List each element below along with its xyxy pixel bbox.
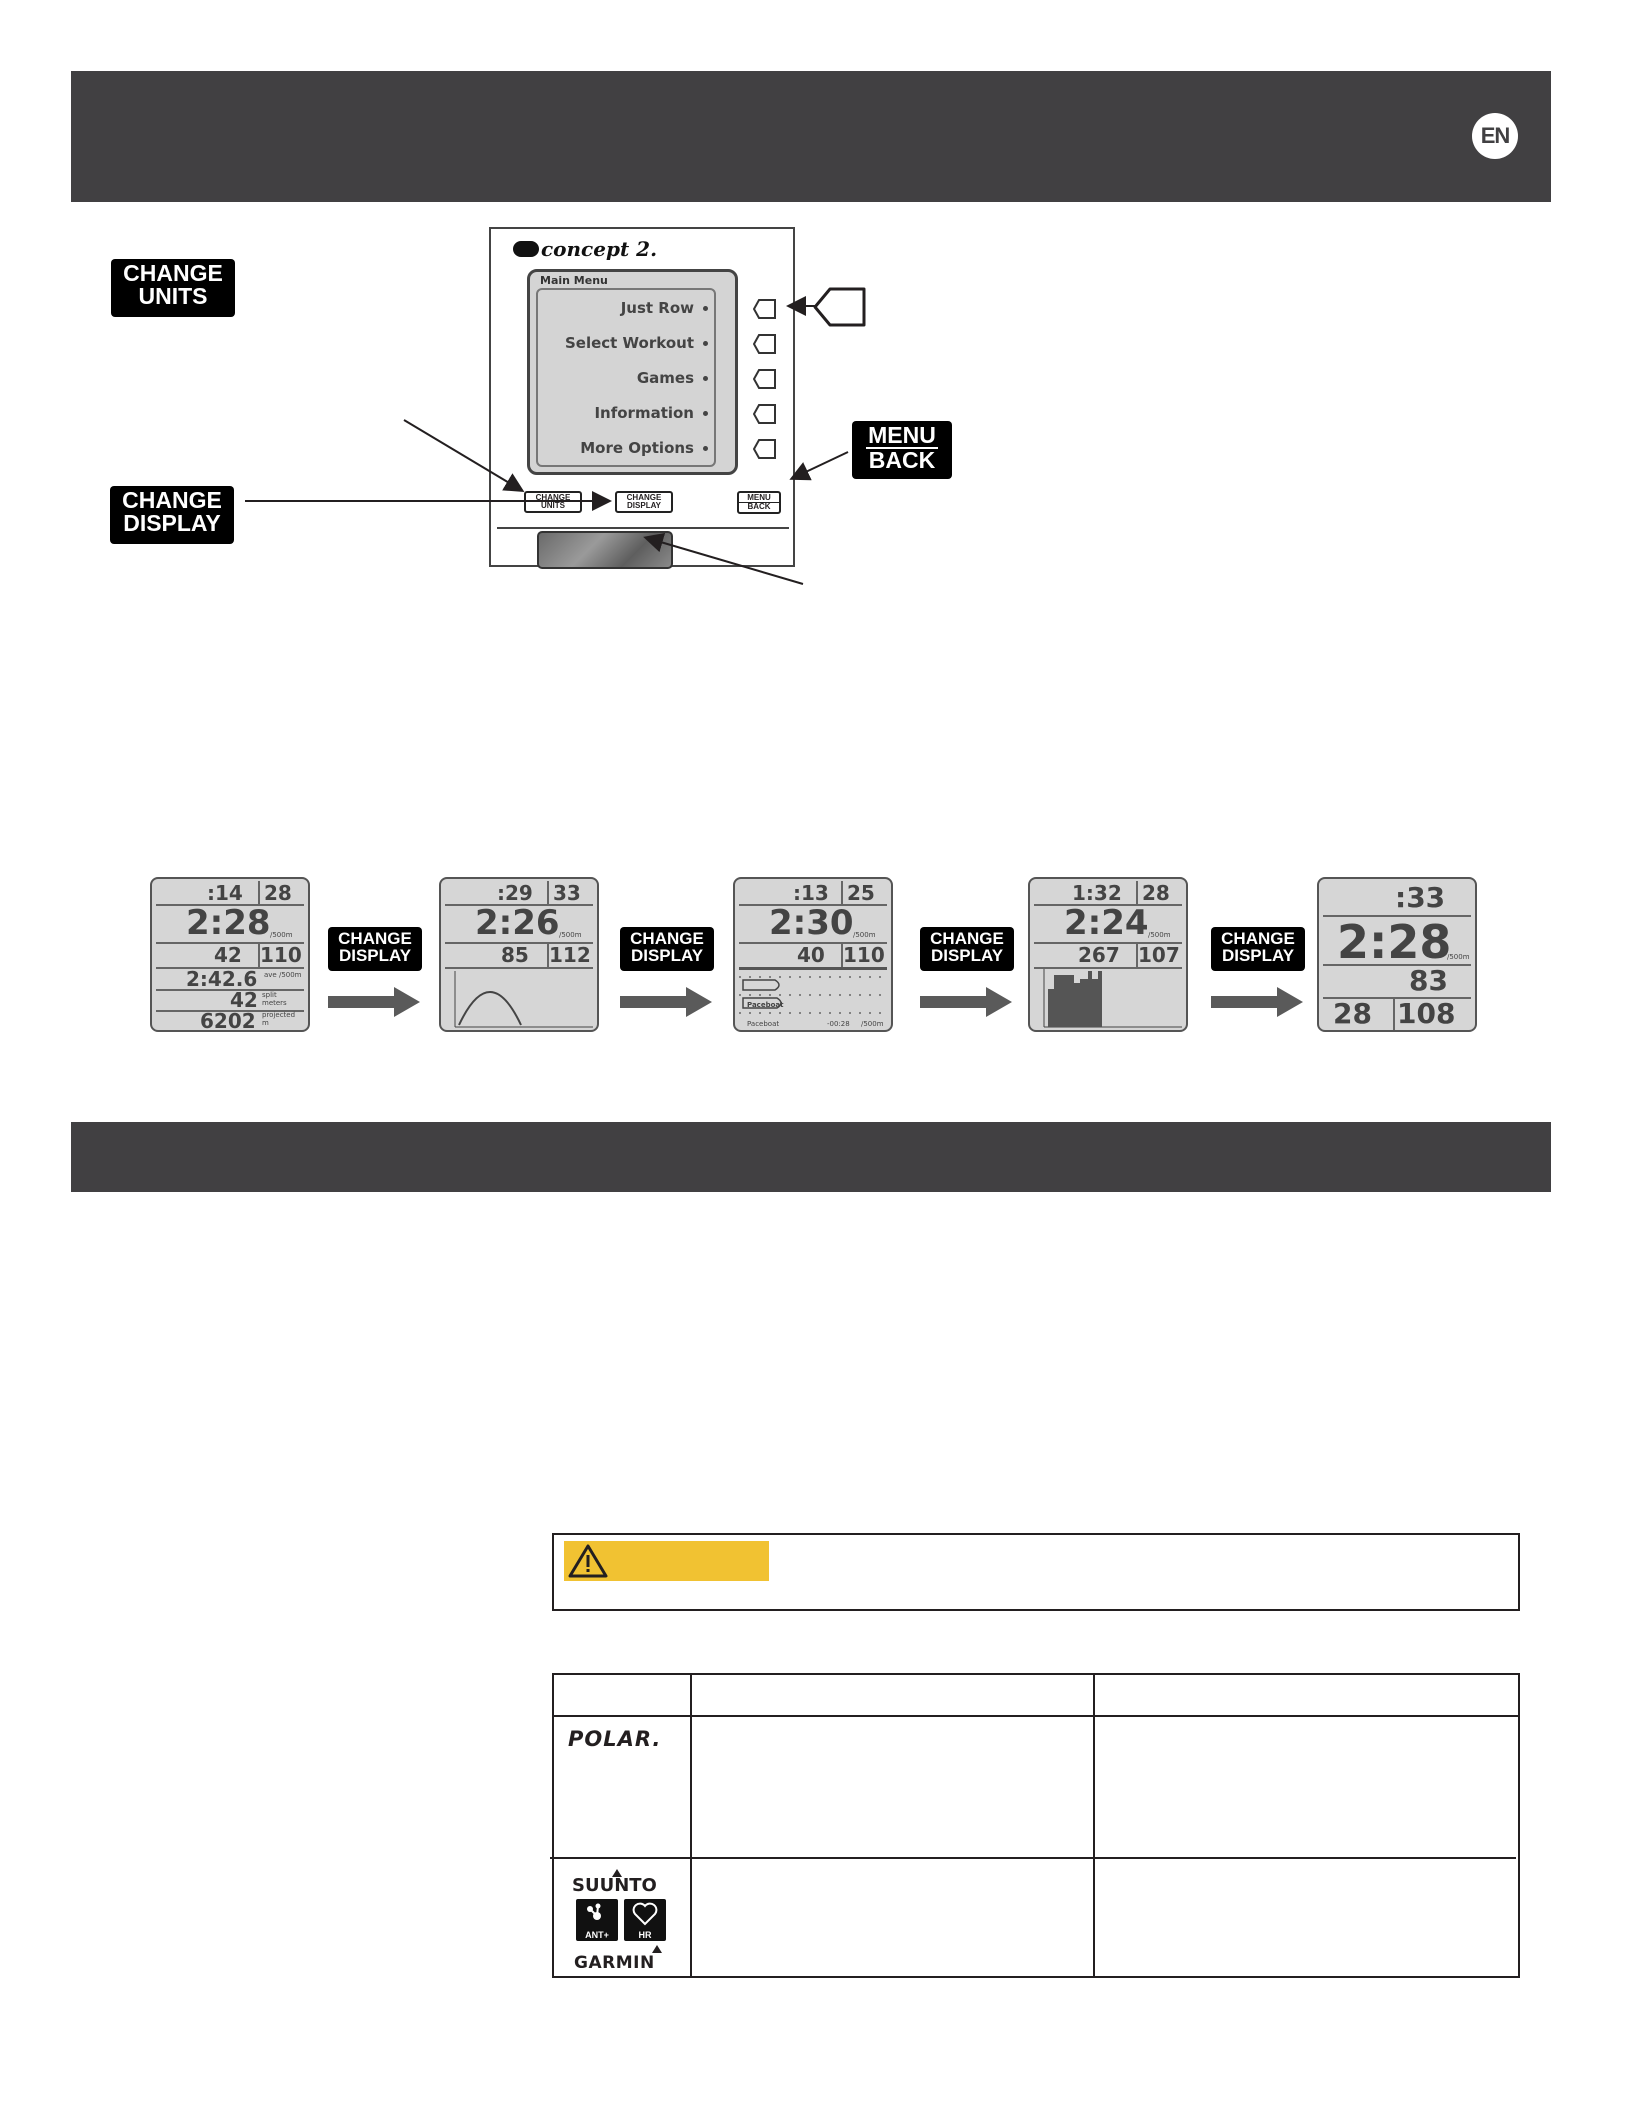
display-screen-2: :29 33 2:26 /500m 85 112 bbox=[439, 877, 599, 1032]
menu-item-information[interactable]: Information bbox=[594, 404, 694, 422]
language-badge: EN bbox=[1472, 113, 1518, 159]
display-screen-1: :14 28 2:28 /500m 42 110 2:42.6 ave /500… bbox=[150, 877, 310, 1032]
garmin-logo: GARMIN bbox=[574, 1953, 655, 1973]
soft-key-3[interactable] bbox=[753, 369, 777, 389]
meters: 42 bbox=[214, 943, 242, 967]
soft-key-4[interactable] bbox=[753, 404, 777, 424]
concept2-logo: concept 2. bbox=[513, 237, 657, 261]
pm5-monitor: concept 2. Main Menu Just Row Select Wor… bbox=[489, 227, 795, 569]
elapsed-time: :14 bbox=[207, 881, 243, 905]
usb-flash-drive bbox=[537, 531, 673, 569]
menu-item-select-workout[interactable]: Select Workout bbox=[564, 334, 694, 352]
heart-icon bbox=[632, 1902, 658, 1926]
heart-rate: 110 bbox=[260, 943, 302, 967]
arrow-right-icon bbox=[920, 987, 1012, 1017]
menu-item-games[interactable]: Games bbox=[636, 369, 694, 387]
soft-key-5[interactable] bbox=[753, 439, 777, 459]
menu-title: Main Menu bbox=[540, 274, 608, 287]
menu-item-just-row[interactable]: Just Row bbox=[620, 299, 694, 317]
usb-tray bbox=[497, 527, 789, 569]
split-pace: 2:28 bbox=[186, 903, 271, 943]
display-screen-3: :13 25 2:30 /500m 40 110 Paceboat Pacebo… bbox=[733, 877, 893, 1032]
compatibility-table: POLAR. SUUNTO ANT+ HR GARMIN bbox=[550, 1673, 1520, 1978]
stroke-rate: 28 bbox=[264, 881, 292, 905]
warning-icon bbox=[568, 1544, 608, 1578]
ant-plus-logo: ANT+ bbox=[576, 1899, 618, 1941]
header-band bbox=[71, 71, 1551, 202]
suunto-logo: SUUNTO bbox=[572, 1875, 657, 1896]
polar-logo: POLAR. bbox=[568, 1727, 662, 1751]
soft-key-1[interactable] bbox=[753, 299, 777, 319]
bar-graph bbox=[1043, 969, 1182, 1028]
caution-label-bar bbox=[564, 1541, 769, 1581]
arrow-right-icon bbox=[1211, 987, 1303, 1017]
pace-boat-lanes bbox=[739, 976, 889, 1014]
arrow-right-icon bbox=[620, 987, 712, 1017]
display-screen-4: 1:32 28 2:24 /500m 267 107 bbox=[1028, 877, 1188, 1032]
force-curve bbox=[454, 971, 593, 1028]
menu-panel: Just Row Select Workout Games Informatio… bbox=[536, 288, 716, 467]
menu-item-more-options[interactable]: More Options bbox=[580, 439, 694, 457]
caution-box bbox=[552, 1533, 1520, 1611]
display-screen-5: :33 2:28 /500m 83 28 108 bbox=[1317, 877, 1477, 1032]
soft-key-2[interactable] bbox=[753, 334, 777, 354]
arrow-right-icon bbox=[328, 987, 420, 1017]
section-band bbox=[71, 1122, 1551, 1192]
hr-logo: HR bbox=[624, 1899, 666, 1941]
monitor-lcd: Main Menu Just Row Select Workout Games … bbox=[527, 269, 738, 475]
